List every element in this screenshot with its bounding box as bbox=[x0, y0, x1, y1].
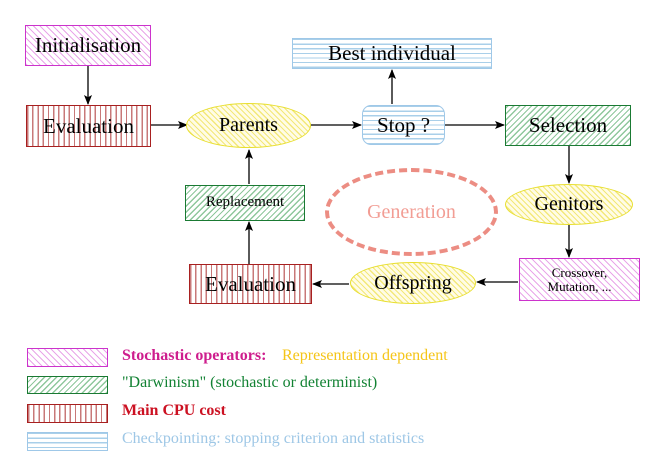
legend-label-representation: Representation dependent bbox=[282, 347, 448, 364]
node-selection-label: Selection bbox=[528, 113, 608, 138]
node-crossover-mutation[interactable]: Crossover, Mutation, ... bbox=[519, 258, 640, 301]
legend-label-cpu: Main CPU cost bbox=[122, 402, 226, 419]
generation-cycle-annotation: Generation bbox=[325, 168, 498, 256]
legend-swatch-stochastic bbox=[27, 348, 108, 367]
node-stop-label: Stop ? bbox=[376, 112, 431, 137]
node-best-individual-label: Best individual bbox=[328, 41, 456, 66]
node-initialisation[interactable]: Initialisation bbox=[25, 25, 151, 66]
legend-label-darwinism: "Darwinism" (stochastic or determinist) bbox=[122, 374, 378, 391]
node-initialisation-label: Initialisation bbox=[34, 33, 142, 58]
node-parents-label: Parents bbox=[219, 114, 278, 136]
node-replacement[interactable]: Replacement bbox=[185, 185, 305, 221]
node-offspring-label: Offspring bbox=[374, 271, 452, 294]
node-stop[interactable]: Stop ? bbox=[362, 105, 445, 145]
node-evaluation-top-label: Evaluation bbox=[43, 113, 134, 138]
legend-label-stochastic: Stochastic operators: bbox=[122, 347, 267, 364]
node-genitors[interactable]: Genitors bbox=[505, 184, 633, 225]
node-crossover-label-line2: Mutation, ... bbox=[547, 278, 612, 294]
legend-swatch-checkpointing bbox=[27, 432, 108, 451]
node-replacement-label: Replacement bbox=[205, 194, 285, 211]
node-genitors-label: Genitors bbox=[534, 193, 604, 215]
node-evaluation-top[interactable]: Evaluation bbox=[26, 105, 151, 147]
legend-label-checkpointing: Checkpointing: stopping criterion and st… bbox=[122, 430, 425, 447]
legend-swatch-cpu bbox=[27, 404, 108, 423]
node-evaluation-bottom[interactable]: Evaluation bbox=[189, 264, 312, 304]
node-offspring[interactable]: Offspring bbox=[350, 262, 476, 304]
node-selection[interactable]: Selection bbox=[505, 105, 631, 146]
legend-swatch-darwinism bbox=[27, 376, 108, 394]
node-evaluation-bottom-label: Evaluation bbox=[205, 271, 296, 296]
generation-label: Generation bbox=[367, 200, 456, 223]
node-crossover-label-line1: Crossover, bbox=[551, 264, 608, 280]
node-best-individual[interactable]: Best individual bbox=[292, 38, 492, 69]
node-parents[interactable]: Parents bbox=[186, 103, 311, 148]
